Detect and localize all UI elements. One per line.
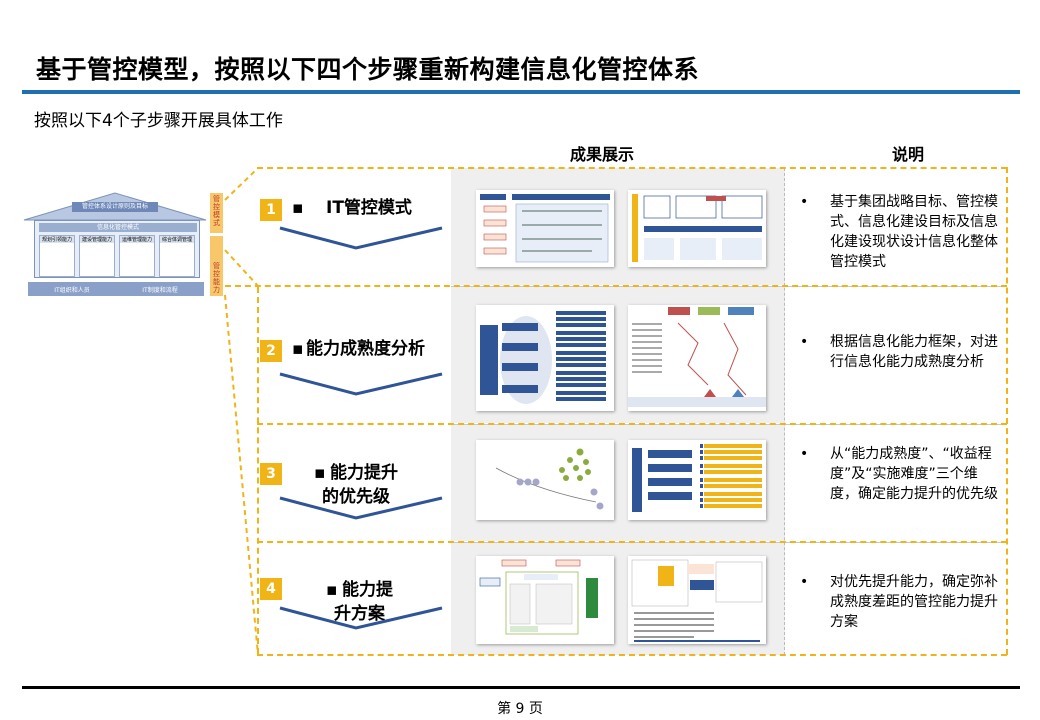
step-4-number: 4 [260,578,282,600]
step-3-label-line1: 能力提升 [330,463,398,483]
step-1-bullet: ▪ [292,198,304,218]
side-tab-top: 管控模式 [210,193,223,233]
house-row-label: 信息化管控模式 [39,223,197,232]
house-pillar-4: 综合体调管理 [159,235,195,277]
page-title: 基于管控模型，按照以下四个步骤重新构建信息化管控体系 [36,55,700,84]
frame-bottom [257,654,1007,656]
house-base-right: IT制度和流程 [142,286,178,294]
step-2-arrow [279,372,443,396]
frame-top [257,167,1007,169]
page-subtitle: 按照以下4个子步骤开展具体工作 [34,111,283,131]
result-thumbnail-2a [476,305,614,411]
house-pillar-3: 运维管理能力 [119,235,155,277]
page-number: 第 9 页 [497,701,543,717]
step-2-number: 2 [260,340,282,362]
house-base: IT组织和人员 IT制度和流程 [28,282,204,296]
house-body: 信息化管控模式 规划引领能力 建设管理能力 运维管理能力 综合体调管理 [34,220,200,278]
result-thumbnail-3a [476,440,614,520]
step-3-bullet: ▪ [314,463,326,483]
step-2-bullet: ▪ [292,339,304,359]
step-1-arrow [279,226,443,250]
frame-divider-2 [257,423,1007,425]
house-base-left: IT组织和人员 [54,286,90,294]
result-thumbnail-1a [476,190,614,267]
step-4-label-line2: 升方案 [334,604,385,624]
result-thumbnail-4b [628,556,766,644]
footer-rule [22,686,1020,689]
step-1-number: 1 [260,199,282,221]
frame-right [1006,167,1008,655]
result-thumbnail-1b [628,190,766,267]
step-2-label: 能力成熟度分析 [306,339,425,359]
step-4-arrow [279,606,443,630]
frame-divider-3 [257,541,1007,543]
house-pillar-1: 规划引领能力 [39,235,75,277]
results-column-header: 成果展示 [570,145,635,164]
house-roof-label: 管控体系设计原则及目标 [81,203,148,210]
result-thumbnail-4a [476,556,614,644]
frame-divider-1 [225,285,1007,287]
step-4-label-line1: 能力提 [342,580,393,600]
frame-left [257,287,259,654]
step-3-arrow [279,496,443,520]
description-column-header: 说明 [892,145,925,164]
step-3-label-line2: 的优先级 [322,487,390,507]
result-thumbnail-2b [628,305,766,411]
step-4-bullet: ▪ [326,580,338,600]
house-pillar-2: 建设管理能力 [79,235,115,277]
title-underline [22,90,1020,94]
result-thumbnail-3b [628,440,766,520]
governance-house-diagram: 管控体系设计原则及目标 信息化管控模式 规划引领能力 建设管理能力 运维管理能力… [20,190,210,310]
step-3-number: 3 [260,463,282,485]
step-1-label: IT管控模式 [326,198,412,218]
side-tab-bottom: 管控能力 [210,236,223,296]
